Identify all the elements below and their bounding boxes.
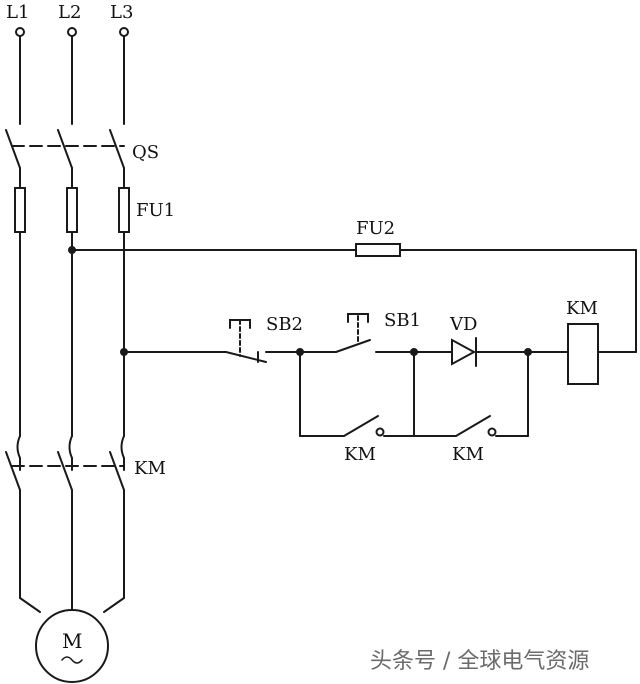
label-qs: QS: [132, 142, 159, 163]
label-km-coil: KM: [566, 298, 598, 319]
watermark: 头条号 / 全球电气资源: [370, 649, 589, 674]
fuse-fu1-l1: [14, 187, 26, 233]
sb1-start-button: [335, 313, 415, 353]
label-l2: L2: [58, 2, 81, 23]
sb2-stop-button: [225, 319, 301, 363]
km-coil: [567, 323, 599, 385]
km-aux-contact-2: [413, 351, 529, 437]
fuse-fu1-l2: [66, 187, 78, 233]
phase-line-l2: [57, 35, 73, 611]
km-main-contact-l1: [16, 435, 21, 459]
diode-vd: [451, 337, 477, 367]
km-main-contact-l3: [120, 435, 125, 459]
label-km-aux-1: KM: [344, 444, 376, 465]
label-fu2: FU2: [356, 218, 395, 239]
label-fu1: FU1: [136, 200, 175, 221]
label-vd: VD: [449, 314, 477, 335]
fuse-fu2: [355, 243, 401, 257]
motor-ac-symbol: [61, 656, 83, 664]
terminal-l2: [67, 27, 77, 37]
label-l1: L1: [6, 2, 29, 23]
label-sb1: SB1: [384, 310, 421, 331]
terminal-l3: [119, 27, 129, 37]
km-aux-contact-1: [299, 351, 415, 437]
label-km-main: KM: [134, 458, 166, 479]
label-l3: L3: [110, 2, 133, 23]
fuse-fu1-l3: [118, 187, 130, 233]
label-sb2: SB2: [266, 314, 303, 335]
label-motor: M: [62, 629, 82, 653]
km-main-contact-l2: [68, 435, 73, 459]
label-km-aux-2: KM: [452, 444, 484, 465]
phase-line-l3: [103, 35, 125, 613]
motor: [35, 609, 109, 683]
control-supply-line: [71, 249, 637, 353]
phase-line-l1: [5, 35, 41, 613]
terminal-l1: [15, 27, 25, 37]
